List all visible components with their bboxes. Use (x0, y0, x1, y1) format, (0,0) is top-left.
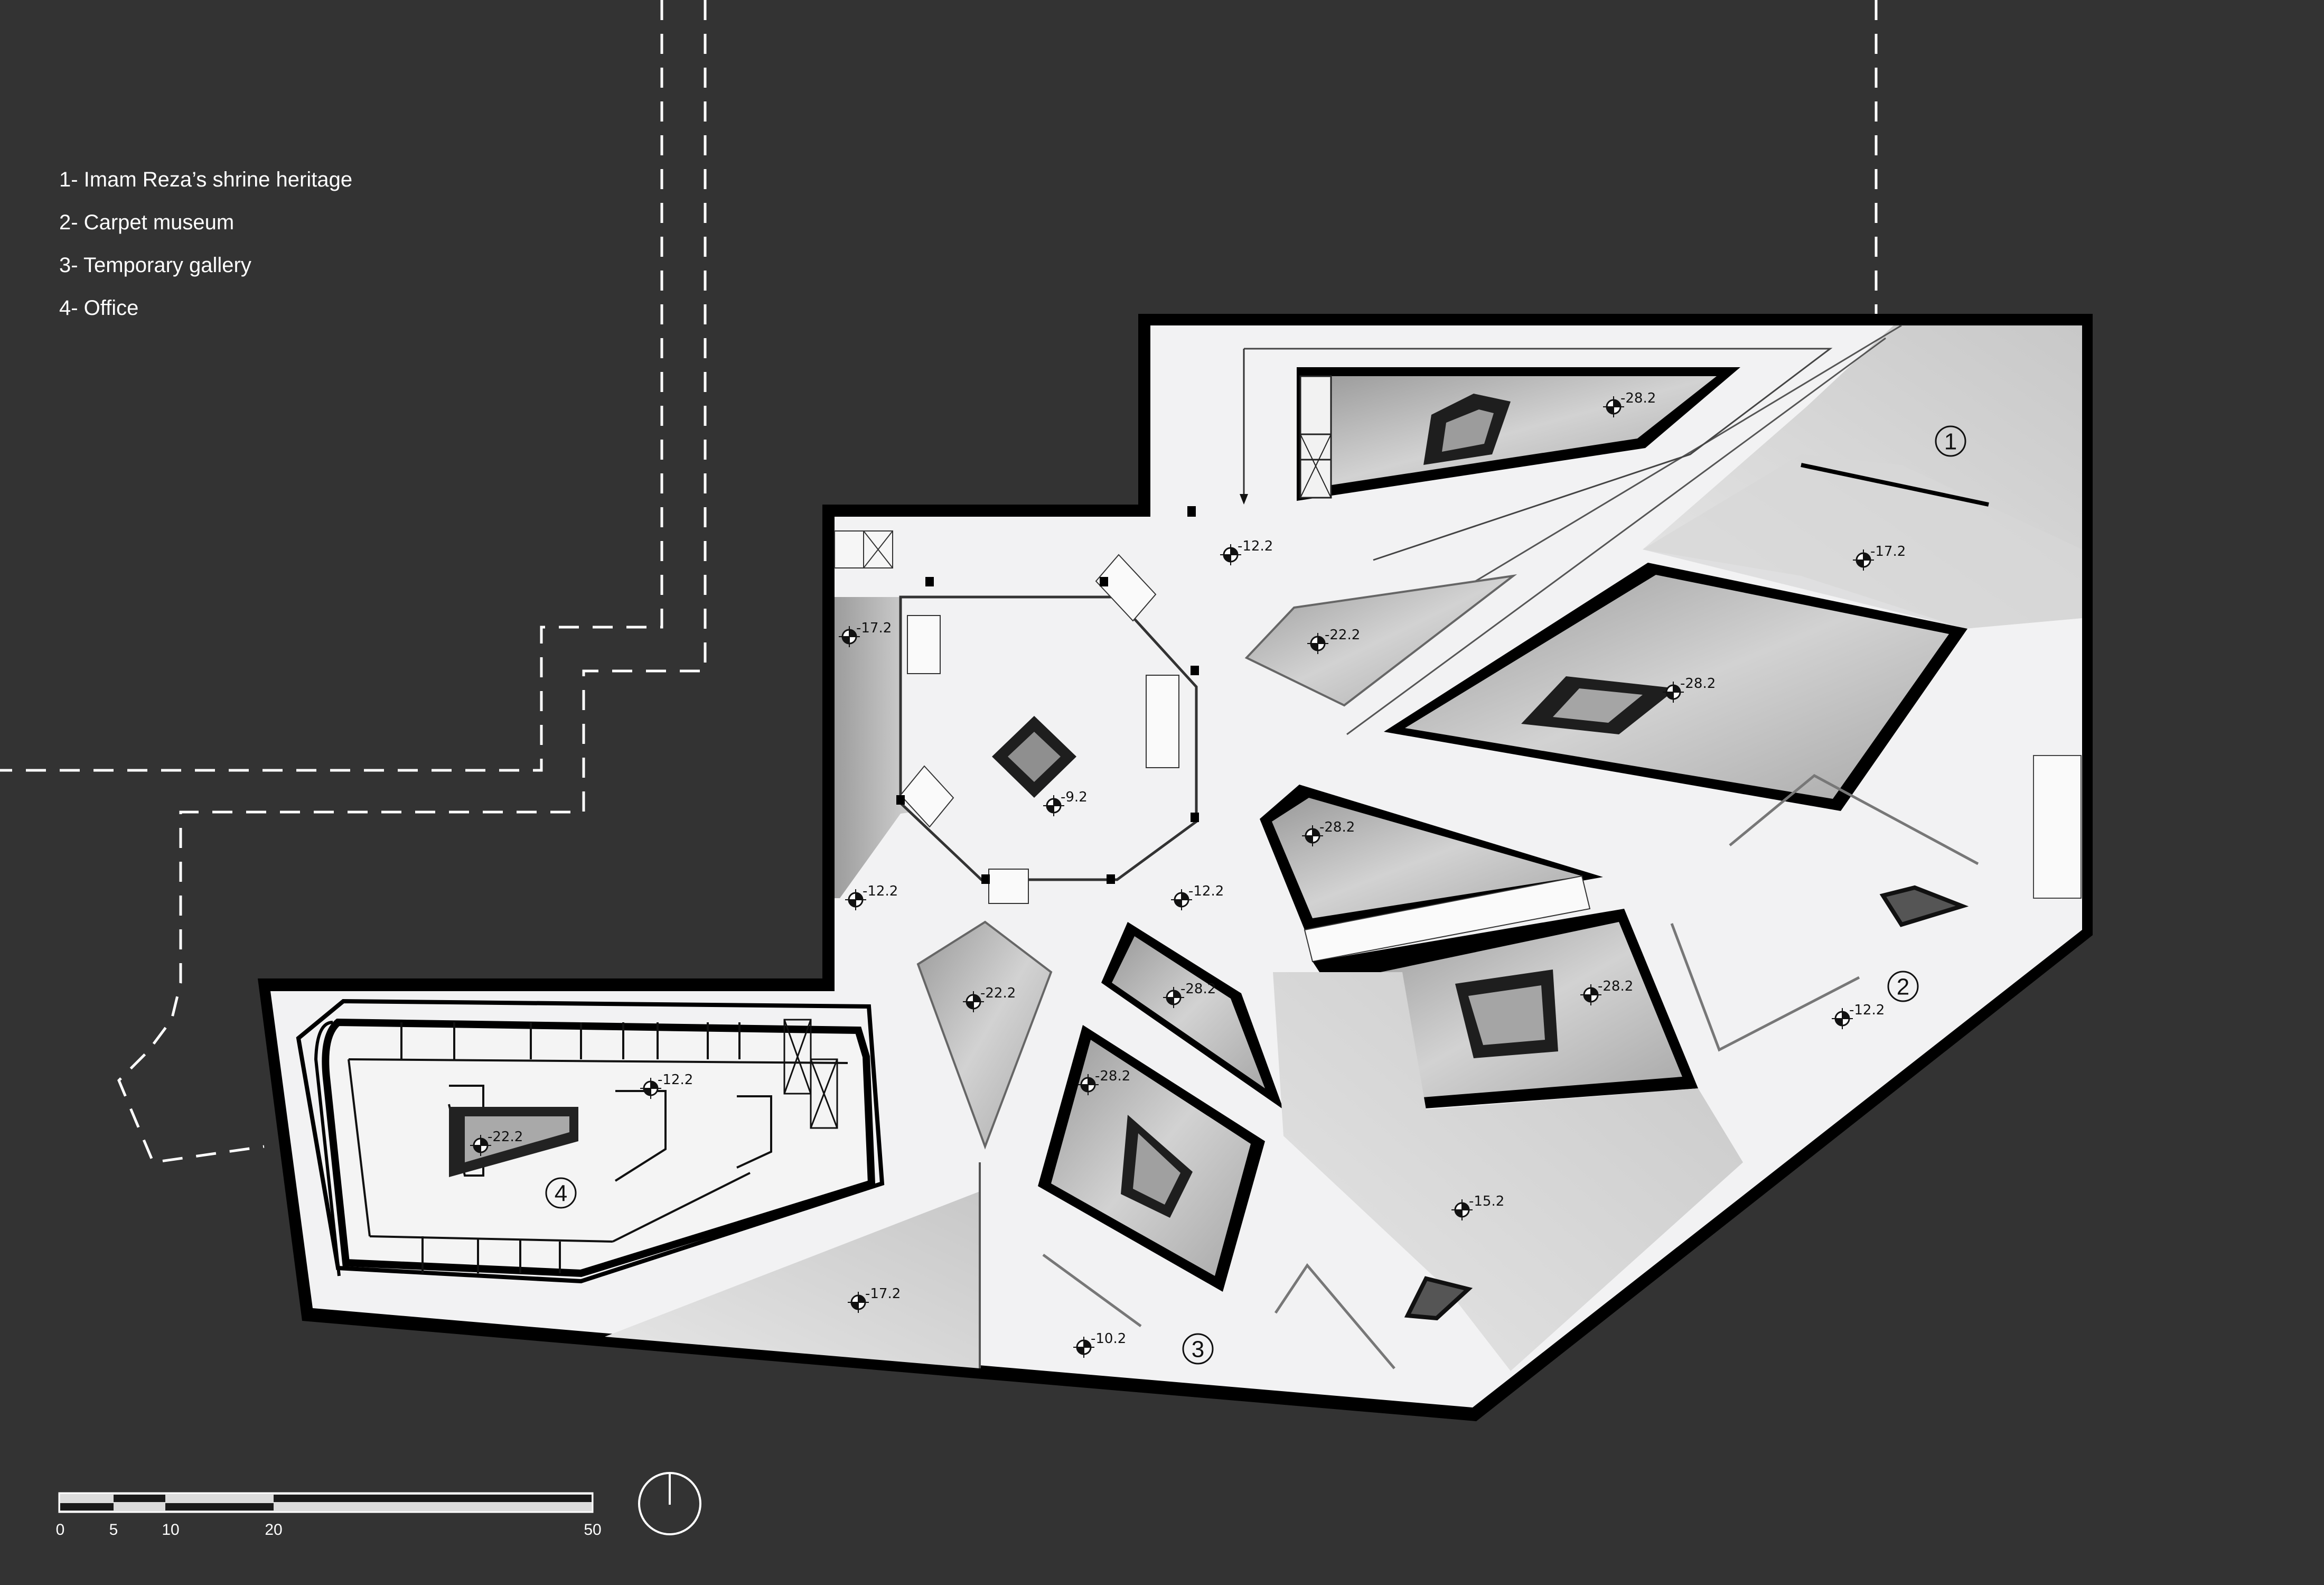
level-label-small-void: -28.2 (1180, 981, 1216, 997)
scale-tick-50: 50 (584, 1521, 601, 1539)
level-label-center-void: -28.2 (1680, 676, 1716, 692)
scale-tick-10: 10 (162, 1521, 179, 1539)
site-boundary-dashed (0, 0, 1878, 1164)
small-void (1101, 922, 1283, 1110)
level-labels: -28.2 -12.2 -17.2 -22.2 -28.2 -17.2 -9.2… (488, 390, 1906, 1347)
level-label-south-octagon: -12.2 (1188, 883, 1224, 899)
level-label-office-void: -22.2 (488, 1129, 523, 1145)
mid-void (1260, 785, 1603, 963)
kite-void (916, 920, 1053, 1150)
scale-tick-20: 20 (265, 1521, 282, 1539)
svg-text:3: 3 (1192, 1337, 1204, 1363)
zone-2-carpet-museum (1670, 774, 1979, 1052)
zone-1-heritage (1244, 324, 2082, 735)
zone-markers: 1 2 3 4 (545, 425, 1966, 1365)
svg-text:4: 4 (555, 1181, 567, 1207)
south-void (605, 1191, 980, 1368)
svg-text:1: 1 (1944, 429, 1957, 455)
south-east-slab (1273, 972, 1743, 1371)
legend-item-3: 3- Temporary gallery (59, 254, 251, 277)
level-label-upper-corridor: -12.2 (1238, 538, 1273, 554)
zone-3-gallery (1042, 1253, 1473, 1369)
level-label-zone1: -17.2 (1870, 544, 1906, 560)
east-void (1313, 909, 1698, 1110)
level-label-west-void: -17.2 (856, 620, 892, 636)
level-label-south-east: -15.2 (1469, 1194, 1504, 1209)
zone-2-marker: 2 (1887, 971, 1919, 1002)
level-label-south-void: -17.2 (865, 1286, 901, 1302)
octagon-atrium (834, 530, 1199, 904)
zone-4-marker: 4 (545, 1177, 577, 1209)
scale-tick-0: 0 (56, 1521, 65, 1539)
level-label-office: -12.2 (658, 1072, 693, 1088)
svg-text:2: 2 (1897, 974, 1909, 1000)
zone-3-marker: 3 (1182, 1333, 1214, 1365)
level-label-kite-void: -22.2 (980, 985, 1016, 1001)
zone-1-marker: 1 (1935, 425, 1966, 457)
level-label-zone2: -12.2 (1849, 1002, 1885, 1018)
diag-void (1038, 1025, 1265, 1292)
level-label-octagon: -9.2 (1061, 789, 1088, 805)
level-label-mid-void: -28.2 (1319, 819, 1355, 835)
level-label-east-void: -28.2 (1598, 978, 1633, 994)
legend: 1- Imam Reza’s shrine heritage 2- Carpet… (59, 158, 352, 330)
legend-item-2: 2- Carpet museum (59, 211, 235, 234)
level-label-ramp-void: -22.2 (1325, 627, 1360, 643)
level-label-west-floor: -12.2 (863, 883, 898, 899)
level-label-zone3: -10.2 (1091, 1331, 1126, 1347)
scale-tick-5: 5 (109, 1521, 118, 1539)
zone-2-stair (2033, 755, 2082, 899)
north-arrow-icon (638, 1472, 701, 1535)
scale-bar: 0 5 10 20 50 (56, 1492, 602, 1539)
legend-item-1: 1- Imam Reza’s shrine heritage (59, 168, 353, 191)
level-label-top-void: -28.2 (1620, 390, 1656, 406)
level-label-diag-void: -28.2 (1095, 1068, 1130, 1084)
legend-item-4: 4- Office (59, 296, 139, 320)
office-block (296, 999, 885, 1284)
ramp-void (1244, 574, 1517, 707)
